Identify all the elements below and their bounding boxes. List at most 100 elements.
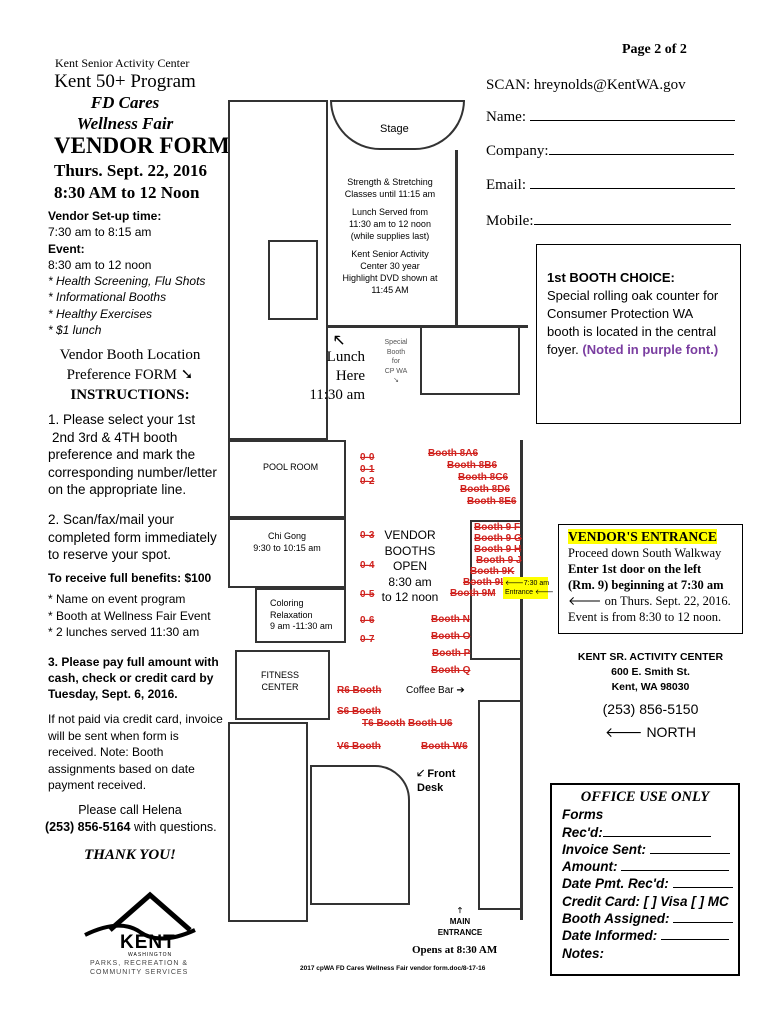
east-rooms [478, 700, 522, 910]
booth-number[interactable]: 0-5 [360, 589, 375, 600]
booth[interactable]: Booth 8C6 [458, 472, 508, 483]
step-2: 2. Scan/fax/mail your completed form imm… [48, 511, 217, 564]
booth-number[interactable]: 0-7 [360, 634, 375, 645]
booth[interactable]: Booth 9 H [474, 544, 522, 555]
booth[interactable]: V6 Booth [337, 741, 381, 752]
event-label: Event: [48, 241, 85, 256]
vendor-line: to 12 noon [381, 590, 439, 604]
event-name: FD Cares [90, 93, 160, 112]
booth[interactable]: R6 Booth [337, 685, 382, 696]
stage-label: Stage [380, 123, 409, 135]
pool-room-label: POOL ROOM [263, 462, 319, 472]
benefits-list: * Name on event program * Booth at Welln… [48, 591, 211, 641]
booth[interactable]: Booth P [432, 648, 471, 659]
coloring-room [255, 588, 346, 643]
entrance-line: 🡐 on Thurs. Sept. 22, 2016. [568, 594, 731, 608]
entrance-line: Proceed down South Walkway [568, 546, 722, 560]
event-item: * $1 lunch [48, 323, 102, 338]
booth-number[interactable]: 0-4 [360, 560, 375, 571]
booth[interactable]: Booth O [431, 631, 471, 642]
room-line: Relaxation [270, 609, 313, 620]
booth[interactable]: S6 Booth [337, 706, 381, 717]
step-3: 3. Please pay full amount with cash, che… [48, 654, 219, 702]
booth[interactable]: Booth 9L [463, 577, 507, 588]
booth[interactable]: Booth W6 [421, 741, 468, 752]
info-line: (while supplies last) [350, 231, 430, 241]
booth[interactable]: Booth 8B6 [447, 460, 497, 471]
field-label: Company: [486, 143, 549, 159]
booth[interactable]: Booth 8A6 [428, 448, 478, 459]
room-line: CENTER [261, 682, 299, 692]
office-line: Date Pmt. Rec'd: [562, 876, 669, 892]
booth-number[interactable]: 0-2 [360, 476, 375, 487]
mobile-field[interactable]: Mobile: [486, 213, 731, 230]
booth[interactable]: Booth 8D6 [460, 484, 510, 495]
chi-gong-room [228, 518, 346, 588]
step-line: to reserve your spot. [48, 547, 172, 562]
kent-logo: KENT WASHINGTON PARKS, RECREATION & COMM… [80, 890, 200, 980]
center-address: KENT SR. ACTIVITY CENTER 600 E. Smith St… [568, 650, 733, 695]
center-phone: (253) 856-5150 [602, 701, 699, 717]
field-label: Email: [486, 177, 526, 193]
restrooms [420, 325, 520, 395]
thank-you: THANK YOU! [84, 847, 176, 863]
booth-choice-line: Special rolling oak counter for [547, 288, 719, 303]
office-line: Amount: [562, 859, 618, 875]
logo-name: KENT [120, 932, 176, 953]
coffee-bar-label: Coffee Bar ➔ [406, 685, 465, 696]
note-line: received. Note: Booth [48, 745, 164, 759]
contact-line: with questions. [130, 820, 217, 834]
arrow-up-icon: 🡑 [457, 906, 463, 915]
step-1: 1. Please select your 1st 2nd 3rd & 4TH … [48, 411, 217, 499]
step-line: completed form immediately [48, 529, 217, 545]
north-indicator: 🡐 NORTH [605, 724, 696, 740]
booth-choice-box: 1st BOOTH CHOICE: Special rolling oak co… [536, 244, 741, 424]
fitness-center [235, 650, 330, 720]
front-desk-area [310, 765, 410, 905]
booth[interactable]: Booth N [431, 614, 470, 625]
event-name-2: Wellness Fair [76, 114, 174, 133]
booth[interactable]: T6 Booth [362, 718, 406, 729]
step-line: Tuesday, Sept. 6, 2016. [48, 687, 178, 701]
company-field[interactable]: Company: [486, 143, 734, 160]
booth[interactable]: Booth 8E6 [467, 496, 517, 507]
booth-choice-line: booth is located in the central [547, 324, 717, 339]
booth-number[interactable]: 0-0 [360, 452, 375, 463]
booth[interactable]: Booth 9K [470, 566, 515, 577]
name-field[interactable]: Name: [486, 109, 735, 126]
scan-email: SCAN: hreynolds@KentWA.gov [486, 77, 686, 93]
booth[interactable]: Booth 9M [450, 588, 496, 599]
note-line: payment received. [48, 778, 147, 792]
special-line: Special [384, 339, 408, 346]
email-field[interactable]: Email: [486, 177, 735, 194]
logo-sub: WASHINGTON [128, 952, 173, 958]
event-item: * Health Screening, Flu Shots [48, 274, 206, 289]
booth-number[interactable]: 0-6 [360, 615, 375, 626]
booth-number[interactable]: 0-1 [360, 464, 375, 475]
lunch-line: 11:30 am [309, 387, 365, 403]
booth-number[interactable]: 0-3 [360, 530, 375, 541]
vendor-entrance-box: VENDOR'S ENTRANCE Proceed down South Wal… [558, 524, 743, 634]
booth[interactable]: Booth 9 J [476, 555, 522, 566]
booth[interactable]: Booth U6 [408, 718, 453, 729]
number-list-top: 0-0 0-1 0-2 [360, 452, 374, 488]
booth[interactable]: Booth 9 G [474, 533, 522, 544]
wall [520, 440, 523, 920]
main-entrance-line: ENTRANCE [437, 928, 483, 937]
booth-choice-line: foyer. [547, 342, 583, 357]
contact-line: Please call Helena [78, 803, 182, 817]
special-line: for [391, 358, 401, 365]
info-line: Strength & Stretching [347, 177, 433, 187]
entrance-tag-line: Entrance 🡐 [505, 589, 554, 596]
office-line: Forms [562, 807, 604, 823]
booth[interactable]: Booth Q [431, 665, 471, 676]
step-line: 2nd 3rd & 4TH booth [52, 429, 178, 445]
room-line: 9:30 to 10:15 am [253, 543, 321, 553]
info-line: Classes until 11:15 am [344, 189, 436, 199]
opens-time: Opens at 8:30 AM [412, 944, 498, 956]
footer-filename: 2017 cpWA FD Cares Wellness Fair vendor … [300, 965, 486, 972]
booth[interactable]: Booth 9 F [474, 522, 521, 533]
